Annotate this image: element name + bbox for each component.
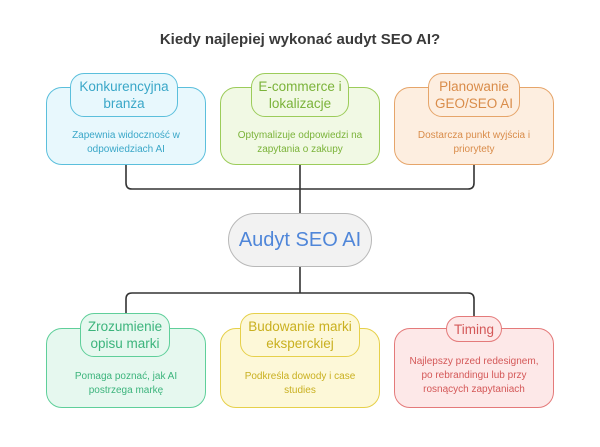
bottom-connector	[125, 267, 475, 330]
node-title: Planowanie GEO/SEO AI	[428, 73, 520, 117]
node-title: Budowanie marki eksperckiej	[240, 313, 360, 357]
node-title: Konkurencyjna branża	[70, 73, 178, 117]
node-description: Najlepszy przed redesignem, po rebrandin…	[409, 356, 539, 395]
node-description: Pomaga poznać, jak AI postrzega markę	[74, 371, 178, 396]
diagram-title: Kiedy najlepiej wykonać audyt SEO AI?	[159, 31, 441, 48]
center-node: Audyt SEO AI	[228, 213, 372, 267]
top-connector	[125, 163, 475, 213]
node-description: Dostarcza punkt wyjścia i priorytety	[417, 130, 531, 155]
node-title: E-commerce i lokalizacje	[251, 73, 349, 117]
node-description: Optymalizuje odpowiedzi na zapytania o z…	[237, 130, 363, 155]
node-description: Zapewnia widoczność w odpowiedziach AI	[72, 130, 180, 155]
node-title: Timing	[446, 316, 502, 342]
node-title: Zrozumienie opisu marki	[80, 313, 170, 357]
node-description: Podkreśla dowody i case studies	[244, 371, 356, 396]
